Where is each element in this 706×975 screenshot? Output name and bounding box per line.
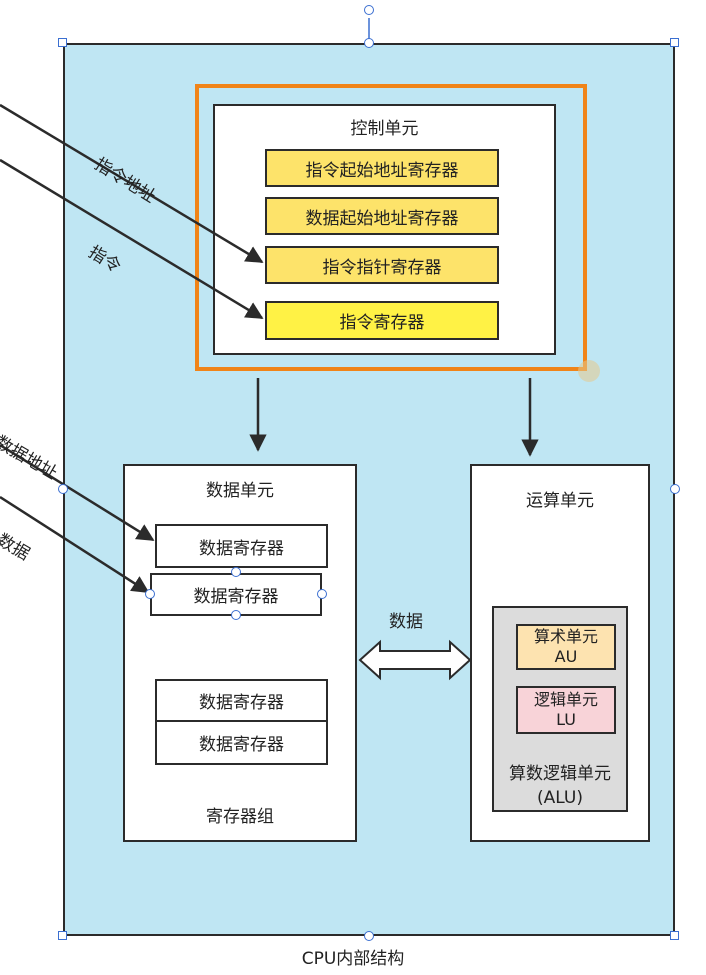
- au-name: 算术单元: [533, 627, 598, 646]
- instruction-register: 指令寄存器: [265, 301, 499, 340]
- data-address-arrow: [0, 443, 155, 542]
- data-start-address-register: 数据起始地址寄存器: [265, 197, 499, 235]
- control-unit-title: 控制单元: [350, 119, 419, 139]
- data-bus-label: 数据: [389, 612, 423, 632]
- instruction-arrow: [0, 158, 264, 320]
- data-bus-double-arrow: [358, 639, 472, 681]
- resize-handle-bottom-left[interactable]: [58, 931, 67, 940]
- register-group-label: 寄存器组: [206, 807, 274, 827]
- control-unit-highlight: [195, 84, 587, 371]
- register-handle-bottom[interactable]: [231, 610, 241, 620]
- data-register-4: 数据寄存器: [155, 720, 328, 765]
- alu-abbr: (ALU): [537, 788, 583, 808]
- data-register-1: 数据寄存器: [155, 524, 328, 568]
- alu-name: 算数逻辑单元: [509, 764, 611, 784]
- resize-handle-top[interactable]: [364, 38, 374, 48]
- resize-handle-left[interactable]: [58, 484, 68, 494]
- instruction-pointer-register: 指令指针寄存器: [265, 246, 499, 284]
- instruction-start-address-register: 指令起始地址寄存器: [265, 149, 499, 187]
- instruction-address-arrow: [0, 103, 264, 264]
- alu-label: 算数逻辑单元 (ALU): [492, 762, 628, 810]
- resize-handle-top-left[interactable]: [58, 38, 67, 47]
- data-unit-title: 数据单元: [206, 481, 274, 501]
- diagram-caption: CPU内部结构: [301, 949, 405, 969]
- lu-name: 逻辑单元: [533, 690, 598, 709]
- data-arrow: [0, 495, 150, 594]
- rotation-handle[interactable]: [364, 5, 374, 15]
- register-handle-right[interactable]: [317, 589, 327, 599]
- au-box: 算术单元 AU: [516, 624, 616, 670]
- register-handle-left[interactable]: [145, 589, 155, 599]
- resize-handle-top-right[interactable]: [670, 38, 679, 47]
- arithmetic-unit-title: 运算单元: [526, 491, 594, 511]
- cursor-highlight: [578, 360, 600, 382]
- resize-handle-bottom[interactable]: [364, 931, 374, 941]
- resize-handle-bottom-right[interactable]: [670, 931, 679, 940]
- au-abbr: AU: [554, 647, 578, 666]
- data-register-2-selected[interactable]: 数据寄存器: [150, 573, 322, 616]
- register-handle-top[interactable]: [231, 567, 241, 577]
- data-register-3: 数据寄存器: [155, 679, 328, 722]
- lu-abbr: LU: [556, 710, 576, 729]
- resize-handle-right[interactable]: [670, 484, 680, 494]
- lu-box: 逻辑单元 LU: [516, 686, 616, 734]
